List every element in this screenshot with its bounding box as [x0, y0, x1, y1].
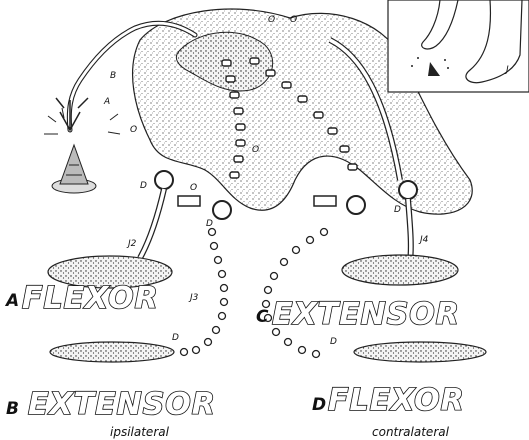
foot-inset: [388, 0, 529, 92]
motor-label-d4: D: [172, 333, 179, 343]
panel-c-word: EXTENSOR: [272, 297, 460, 332]
pain-rays: [44, 108, 120, 134]
panel-d-caption: contralateral: [372, 425, 450, 439]
muscle-c-extensor: [342, 255, 458, 285]
motor-label-d3: D: [394, 205, 401, 215]
muscle-b-extensor: [50, 342, 174, 362]
motor-neuron-ipsilateral-extensor: [213, 201, 231, 219]
panel-b-caption: ipsilateral: [110, 425, 170, 439]
panel-b-word: EXTENSOR: [28, 387, 216, 422]
nerve-label-a: A: [103, 97, 110, 107]
panel-a-letter: A: [4, 291, 19, 311]
junction-label-d: D: [330, 337, 337, 347]
motor-label-d2: D: [206, 219, 213, 229]
synapse-box-right: [314, 196, 336, 206]
synapse-box-left: [178, 196, 200, 206]
inhibitory-pathway-ipsilateral: [181, 229, 228, 356]
panel-d-letter: D: [312, 395, 326, 415]
neuron-label-o3: O: [290, 15, 297, 25]
neuron-label-o1: O: [130, 125, 137, 135]
junction-label-j3: J3: [188, 293, 199, 303]
neuron-label-o4: O: [252, 145, 259, 155]
motor-neuron-contralateral-extensor: [399, 181, 417, 262]
panel-b-letter: B: [6, 399, 19, 419]
junction-label-j4: J4: [418, 235, 429, 245]
panel-d-word: FLEXOR: [328, 383, 465, 418]
neuron-label-o5: O: [190, 183, 197, 193]
muscle-d-flexor: [354, 342, 486, 362]
inhibitory-pathway-contralateral: [263, 229, 328, 358]
nerve-label-b: B: [110, 71, 116, 81]
tack-stimulus-icon: [52, 145, 96, 193]
panel-c-letter: C: [256, 307, 269, 327]
junction-label-j2: J2: [126, 239, 137, 249]
panel-a-word: FLEXOR: [22, 281, 159, 316]
motor-neuron-contralateral-flexor: [347, 196, 365, 214]
neuron-label-o2: O: [268, 15, 275, 25]
motor-label-d1: D: [140, 181, 147, 191]
